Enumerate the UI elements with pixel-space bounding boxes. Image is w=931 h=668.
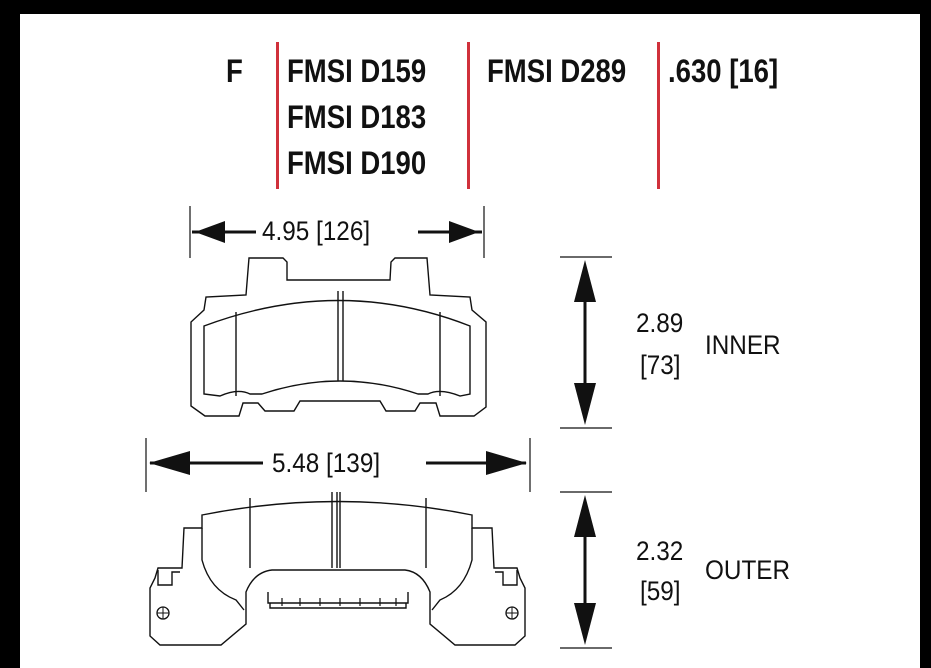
outer-height-inches: 2.32 [636,536,684,566]
outer-height-mm: [59] [640,576,681,606]
outer-width-arrowhead-left [149,451,190,475]
inner-width-arrowhead-right [449,221,479,243]
inner-height-arrowhead-top [574,260,596,302]
outer-width-value: 5.48 [139] [272,448,381,478]
outer-height-dimension [560,491,612,649]
outer-width-arrowhead-right [486,451,527,475]
inner-width-arrowhead-left [195,221,225,243]
fmsi-code-d190: FMSI D190 [287,145,427,181]
outer-pad-slot-marks [281,598,397,606]
inner-height-inches: 2.89 [636,308,684,338]
mounting-hole-right-icon [505,606,519,620]
outer-height-arrowhead-bottom [574,603,596,645]
outer-width-dimension [145,438,531,492]
fmsi-code-d289: FMSI D289 [487,53,627,89]
divider-line-1 [276,42,279,189]
outer-pad-label: OUTER [705,555,791,585]
inner-height-mm: [73] [640,350,681,380]
position-code: F [226,53,243,89]
inner-width-dimension [189,206,485,258]
outer-pad-outline [149,492,526,646]
inner-pad-outline [190,257,487,417]
thickness-value: .630 [16] [668,53,779,89]
outer-height-arrowhead-top [574,495,596,537]
fmsi-code-d183: FMSI D183 [287,99,427,135]
divider-line-2 [467,42,470,189]
inner-height-dimension [560,256,612,429]
inner-width-value: 4.95 [126] [262,216,371,246]
fmsi-code-d159: FMSI D159 [287,53,427,89]
mounting-hole-left-icon [156,606,170,620]
divider-line-3 [657,42,660,189]
inner-pad-label: INNER [705,330,781,360]
inner-height-arrowhead-bottom [574,383,596,425]
